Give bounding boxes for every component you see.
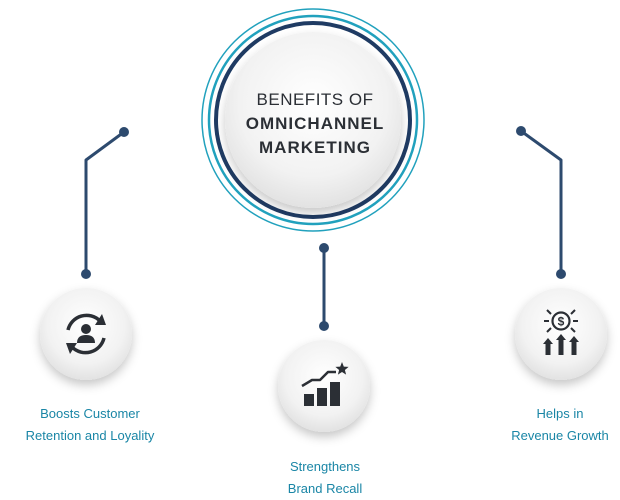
connector-lines xyxy=(84,129,563,328)
hub-disc xyxy=(225,32,401,208)
hub-title-line1: BENEFITS OF xyxy=(256,90,374,109)
dot-middle-top xyxy=(319,243,329,253)
svg-text:$: $ xyxy=(558,315,565,329)
growth-chart-star-icon xyxy=(301,362,349,406)
hub-title-line2: OMNICHANNEL xyxy=(245,114,385,133)
benefit-label-left-line2: Retention and Loyality xyxy=(25,428,155,443)
hub-ring-navy xyxy=(214,21,412,219)
connector-left xyxy=(84,130,126,276)
benefit-label-left-line1: Boosts Customer xyxy=(40,406,140,421)
central-hub xyxy=(201,8,425,232)
dot-right-bottom xyxy=(556,269,566,279)
hub-ring-outer xyxy=(201,8,425,232)
hub-title-line3: MARKETING xyxy=(259,138,371,157)
connector-dots xyxy=(81,126,566,331)
connector-right xyxy=(519,129,563,276)
dot-middle-bottom xyxy=(319,321,329,331)
customer-retention-icon xyxy=(66,313,106,355)
hub-ring-teal xyxy=(207,14,419,226)
revenue-growth-icon: $ xyxy=(543,309,579,355)
benefit-label-right: Helps in Revenue Growth xyxy=(470,403,620,447)
benefit-label-left: Boosts Customer Retention and Loyality xyxy=(0,403,180,447)
dot-left-top xyxy=(119,127,129,137)
dot-left-bottom xyxy=(81,269,91,279)
benefit-label-right-line2: Revenue Growth xyxy=(511,428,609,443)
hub-title: BENEFITS OF OMNICHANNEL MARKETING xyxy=(220,88,410,160)
benefit-label-middle-line1: Strengthens xyxy=(289,459,361,474)
benefit-label-middle: Strengthens Brand Recall xyxy=(235,456,415,500)
benefit-label-right-line1: Helps in xyxy=(536,406,584,421)
dot-right-top xyxy=(516,126,526,136)
benefit-circle-middle xyxy=(278,340,370,432)
benefit-label-middle-line2: Brand Recall xyxy=(287,481,363,496)
